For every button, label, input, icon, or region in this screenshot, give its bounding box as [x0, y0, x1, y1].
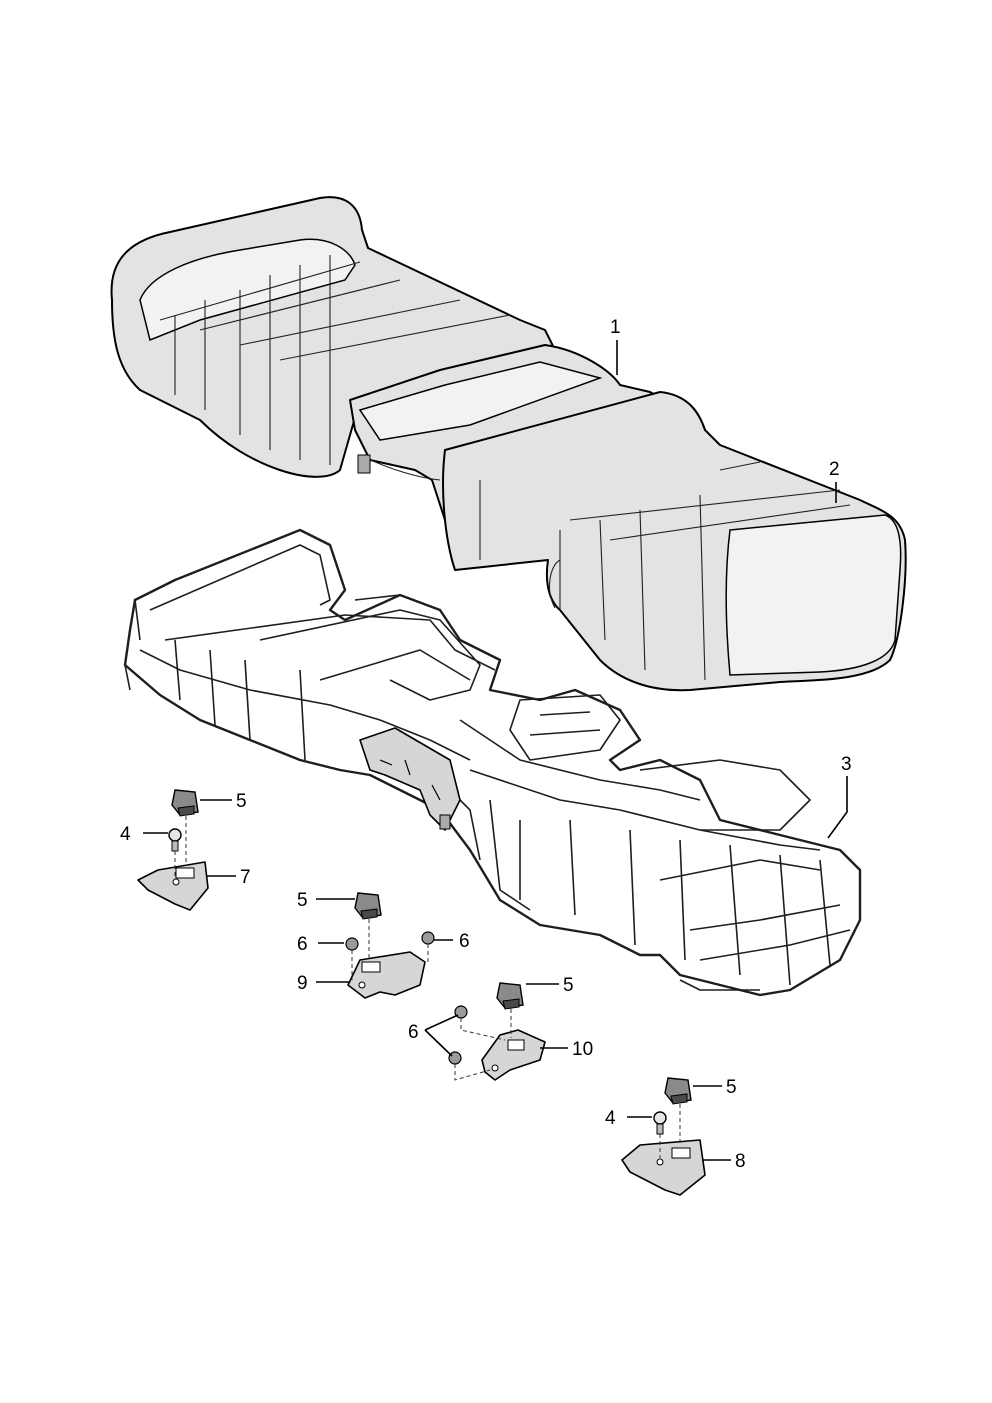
- callout-5-b: 5: [297, 890, 308, 911]
- callout-1: 1: [610, 317, 621, 338]
- callout-6-b: 6: [459, 931, 470, 952]
- callout-10: 10: [572, 1039, 593, 1060]
- callout-5-d: 5: [726, 1077, 737, 1098]
- bracket-7-assembly: [137, 789, 209, 911]
- callout-3: 3: [841, 754, 852, 775]
- callout-5-a: 5: [236, 791, 247, 812]
- callout-2: 2: [829, 459, 840, 480]
- leader-lines: [143, 340, 848, 1161]
- callout-6-c: 6: [408, 1022, 419, 1043]
- bracket-10-assembly: [448, 982, 546, 1081]
- callout-6-a: 6: [297, 934, 308, 955]
- seat-cushion: [110, 196, 907, 692]
- callout-5-c: 5: [563, 975, 574, 996]
- bracket-8-assembly: [621, 1077, 706, 1196]
- callout-7: 7: [240, 867, 251, 888]
- callout-4-b: 4: [605, 1108, 616, 1129]
- wire-frame: [123, 528, 862, 997]
- callout-8: 8: [735, 1151, 746, 1172]
- callout-labels: 1 2 3 5 4 7 5 6 6 9 5 6 10 5 4 8: [120, 317, 852, 1172]
- callout-9: 9: [297, 973, 308, 994]
- bracket-9-assembly: [345, 892, 435, 999]
- callout-4-a: 4: [120, 824, 131, 845]
